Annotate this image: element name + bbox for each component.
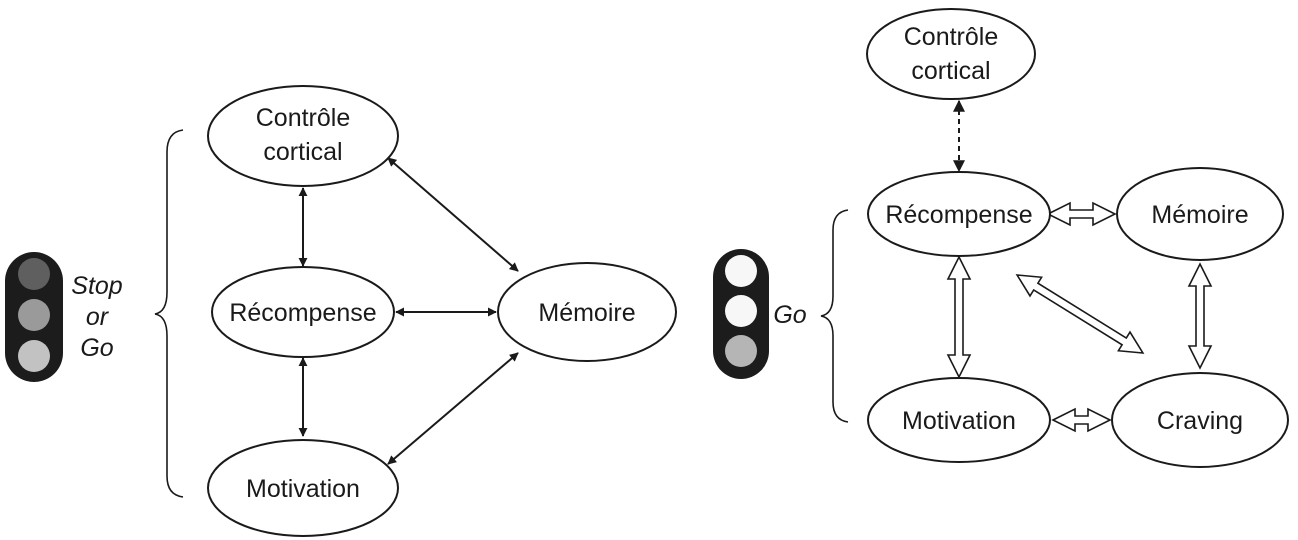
left-edge-motivation-memoire — [387, 352, 519, 465]
left-panel: Stop or Go Contrôle cortical Récompense … — [5, 85, 677, 537]
left-lamp-top — [18, 258, 50, 290]
right-node-craving: Craving — [1111, 372, 1289, 468]
right-node-recompense: Récompense — [867, 171, 1051, 257]
right-node-memoire: Mémoire — [1116, 167, 1284, 261]
right-lamp-bottom — [725, 335, 757, 367]
right-edge-recompense-craving — [1015, 274, 1145, 354]
left-node-controle-label-2: cortical — [263, 138, 342, 166]
right-edge-motivation-craving — [1051, 407, 1112, 433]
right-lamp-top — [725, 255, 757, 287]
right-side-label: Go — [773, 301, 806, 329]
left-lamp-bottom — [18, 340, 50, 372]
right-edge-recompense-motivation — [946, 255, 972, 379]
left-node-recompense-label: Récompense — [229, 299, 376, 327]
right-brace — [820, 209, 849, 423]
right-node-controle-label-2: cortical — [911, 57, 990, 85]
left-node-memoire-label: Mémoire — [538, 299, 635, 327]
left-side-label-line-3: Go — [80, 334, 113, 362]
right-lamp-middle — [725, 295, 757, 327]
left-node-recompense: Récompense — [211, 266, 395, 358]
left-edge-controle-memoire — [387, 157, 519, 272]
right-node-recompense-label: Récompense — [885, 201, 1032, 229]
left-node-controle-cortical: Contrôle cortical — [207, 85, 399, 187]
left-node-controle-label-1: Contrôle — [256, 104, 351, 132]
left-traffic-light — [5, 252, 63, 382]
left-node-motivation-label: Motivation — [246, 475, 360, 503]
left-node-memoire: Mémoire — [497, 262, 677, 362]
right-node-controle-label-1: Contrôle — [904, 23, 999, 51]
right-node-controle-cortical: Contrôle cortical — [866, 8, 1036, 100]
right-edge-recompense-memoire — [1046, 201, 1117, 227]
right-traffic-light — [713, 249, 769, 379]
left-node-motivation: Motivation — [207, 439, 399, 537]
right-panel: Go Contrôle cortical Récompense Mémoire … — [713, 8, 1289, 468]
right-edge-memoire-craving — [1187, 262, 1213, 370]
left-side-label-line-2: or — [86, 303, 110, 331]
left-brace — [154, 129, 184, 498]
right-node-craving-label: Craving — [1157, 407, 1243, 435]
right-node-motivation-label: Motivation — [902, 407, 1016, 435]
right-node-motivation: Motivation — [867, 377, 1051, 463]
right-node-memoire-label: Mémoire — [1151, 201, 1248, 229]
left-side-label-line-1: Stop — [71, 272, 123, 300]
left-lamp-middle — [18, 299, 50, 331]
